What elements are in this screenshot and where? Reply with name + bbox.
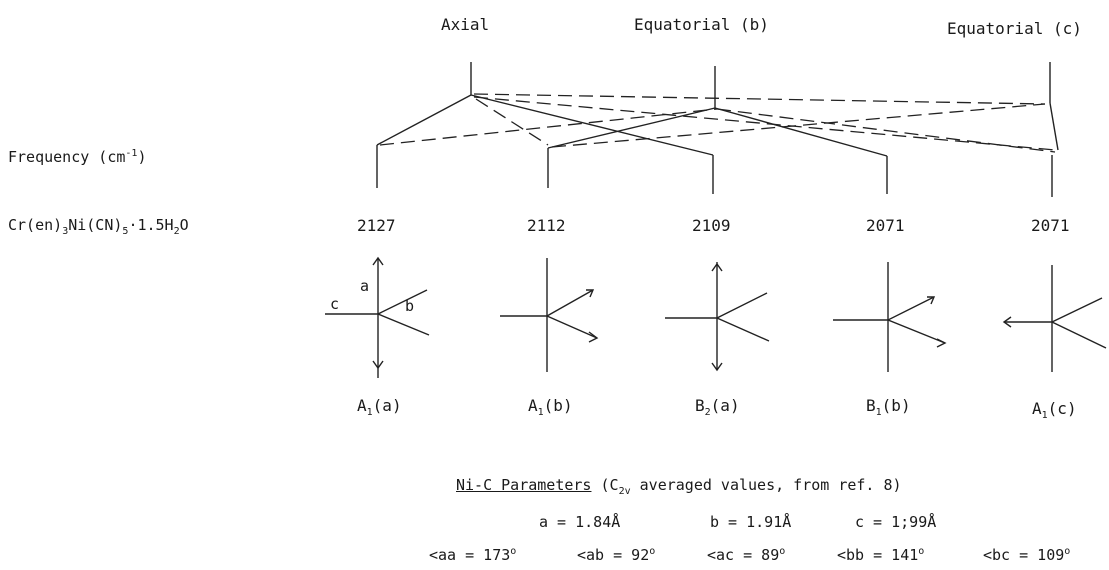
equatorial-c-split <box>1049 102 1059 151</box>
angle-bb: <bb = 141o <box>837 546 925 564</box>
axial-to-2127 <box>376 94 472 146</box>
parameters-heading: Ni-C Parameters (C2v averaged values, fr… <box>456 476 902 497</box>
parameters-title: Ni-C Parameters <box>456 476 592 494</box>
angle-ab: <ab = 92o <box>577 546 656 564</box>
mode-sketch-a1-c <box>1002 265 1107 372</box>
frequency-label: Frequency (cm-1) <box>8 148 147 166</box>
header-equatorial-c: Equatorial (c) <box>947 19 1082 38</box>
equatorial-b-to-2071 <box>714 107 888 157</box>
angle-ac: <ac = 89o <box>707 546 786 564</box>
angle-bc: <bc = 109o <box>983 546 1071 564</box>
dashed-line-6 <box>475 98 549 146</box>
mode-sketch-b2-a <box>665 262 770 372</box>
angle-aa: <aa = 173o <box>429 546 517 564</box>
distance-a: a = 1.84Å <box>539 513 621 531</box>
dashed-line-4 <box>379 108 718 146</box>
dashed-line-5 <box>551 103 1046 148</box>
mode-label: B2(a) <box>695 396 740 419</box>
vector-label-c: c <box>330 295 340 313</box>
frequency-value: 2112 <box>527 216 566 235</box>
mode-sketch-b1-b <box>833 262 947 372</box>
mode-sketch-a1-a <box>325 256 430 378</box>
header-equatorial-b: Equatorial (b) <box>634 15 769 34</box>
compound-label: Cr(en)3Ni(CN)5·1.5H2O <box>8 216 189 237</box>
frequency-value: 2127 <box>357 216 396 235</box>
mode-sketch-a1-b <box>500 258 599 372</box>
header-axial: Axial <box>441 15 490 34</box>
mode-label: A1(a) <box>357 396 402 419</box>
dashed-line-2 <box>473 96 1056 151</box>
equatorial-b-to-2112 <box>547 107 716 149</box>
frequency-value: 2071 <box>866 216 905 235</box>
frequency-value: 2071 <box>1031 216 1070 235</box>
vector-label-a: a <box>360 277 370 295</box>
distance-b: b = 1.91Å <box>710 513 792 531</box>
vector-label-b: b <box>405 297 415 315</box>
axial-to-2109 <box>470 94 714 156</box>
mode-label: A1(b) <box>528 396 573 419</box>
frequency-value: 2109 <box>692 216 731 235</box>
dashed-line-3 <box>716 108 1056 153</box>
mode-label: B1(b) <box>866 396 911 419</box>
distance-c: c = 1;99Å <box>855 513 937 531</box>
mode-label: A1(c) <box>1032 399 1077 422</box>
dashed-line-1 <box>473 93 1046 105</box>
